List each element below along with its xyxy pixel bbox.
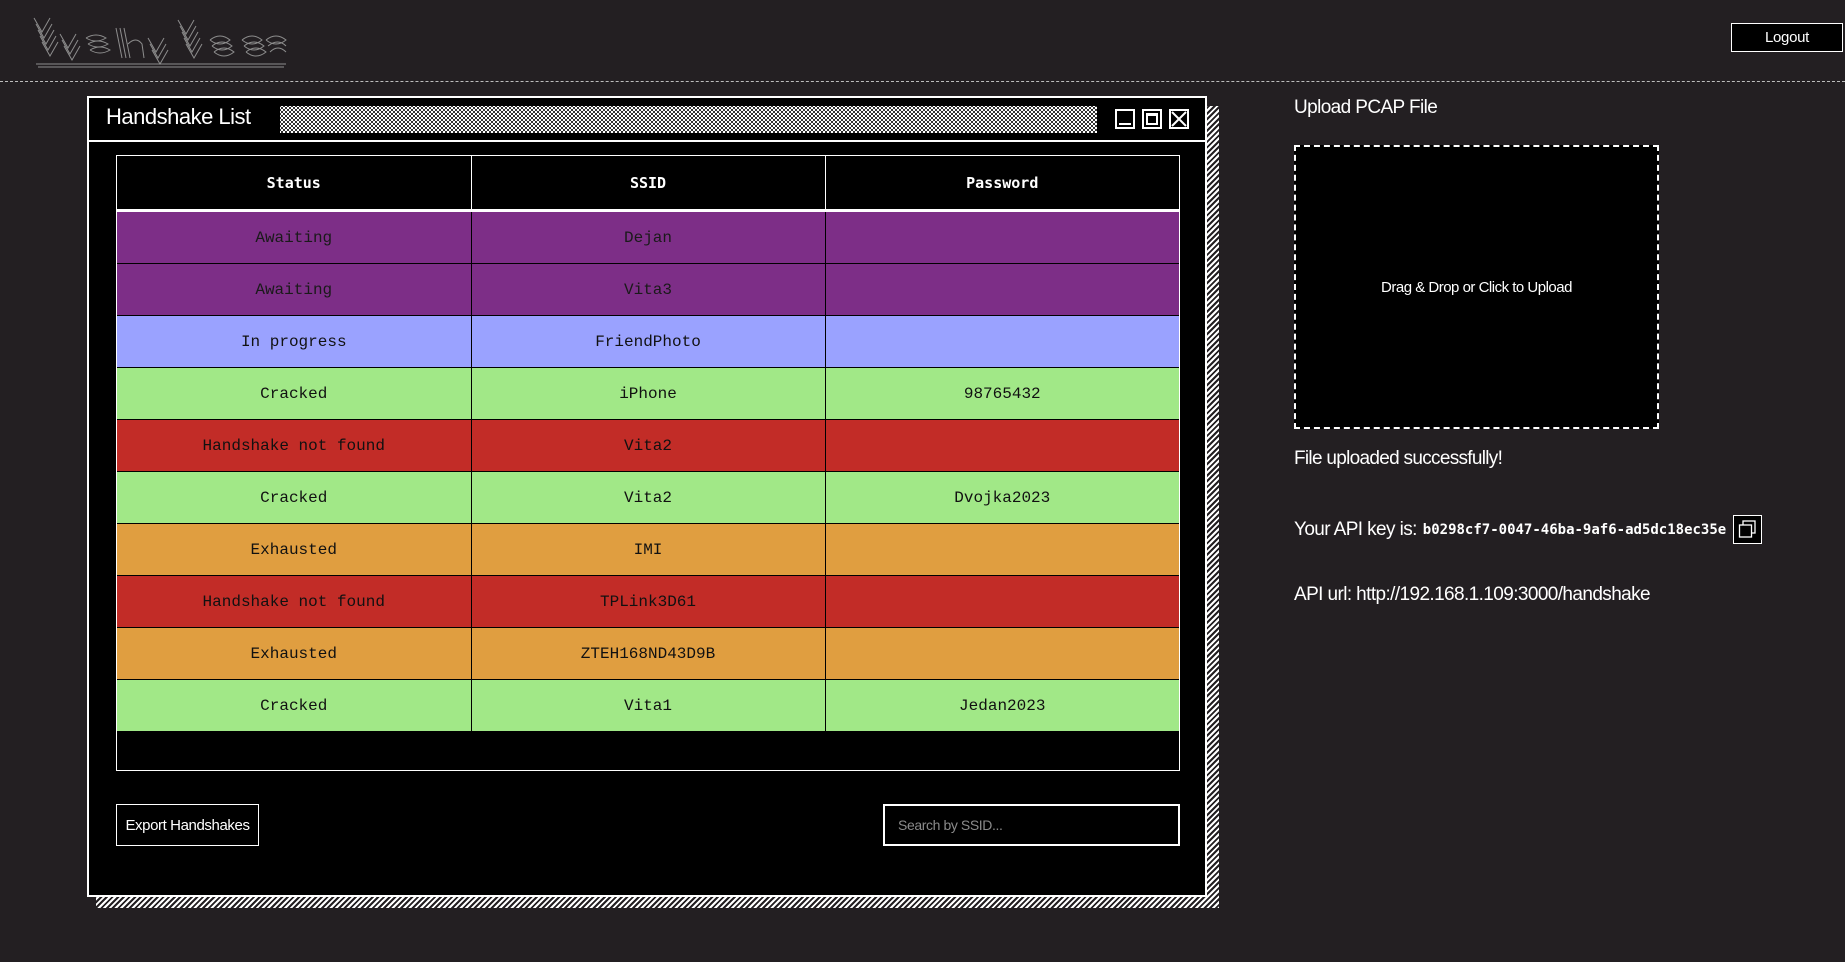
cell-status: Exhausted bbox=[117, 523, 472, 576]
cell-ssid: Vita2 bbox=[471, 419, 826, 472]
cell-ssid: ZTEH168ND43D9B bbox=[471, 627, 826, 680]
cell-ssid: Vita1 bbox=[471, 679, 826, 732]
cell-status: Cracked bbox=[117, 367, 472, 420]
cell-ssid: IMI bbox=[471, 523, 826, 576]
cell-ssid: FriendPhoto bbox=[471, 315, 826, 368]
maximize-icon[interactable] bbox=[1142, 109, 1162, 129]
cell-ssid: Vita3 bbox=[471, 263, 826, 316]
minimize-icon[interactable] bbox=[1115, 109, 1135, 129]
cell-status: Awaiting bbox=[117, 263, 472, 316]
api-key-label: Your API key is: bbox=[1294, 518, 1417, 540]
column-header-ssid[interactable]: SSID bbox=[471, 156, 826, 212]
cell-ssid: iPhone bbox=[471, 367, 826, 420]
dropzone-text: Drag & Drop or Click to Upload bbox=[1381, 278, 1572, 296]
cell-ssid: Vita2 bbox=[471, 471, 826, 524]
cell-password: Dvojka2023 bbox=[825, 471, 1179, 524]
handshake-list-window: Handshake List Status SSID Password Awai… bbox=[87, 96, 1207, 897]
cell-status: Cracked bbox=[117, 679, 472, 732]
pcap-dropzone[interactable]: Drag & Drop or Click to Upload bbox=[1294, 145, 1659, 429]
cell-password bbox=[825, 315, 1179, 368]
cell-status: Handshake not found bbox=[117, 575, 472, 628]
table-header-row: Status SSID Password bbox=[117, 156, 1179, 212]
cell-password bbox=[825, 575, 1179, 628]
cell-status: Handshake not found bbox=[117, 419, 472, 472]
api-url: API url: http://192.168.1.109:3000/hands… bbox=[1294, 584, 1651, 605]
cell-password: 98765432 bbox=[825, 367, 1179, 420]
cell-status: Cracked bbox=[117, 471, 472, 524]
api-key-row: Your API key is: b0298cf7-0047-46ba-9af6… bbox=[1294, 515, 1763, 544]
cell-ssid: TPLink3D61 bbox=[471, 575, 826, 628]
export-handshakes-button[interactable]: Export Handshakes bbox=[116, 804, 259, 846]
cell-password bbox=[825, 263, 1179, 316]
close-icon[interactable] bbox=[1169, 109, 1189, 129]
api-key-value: b0298cf7-0047-46ba-9af6-ad5dc18ec35e bbox=[1422, 521, 1727, 538]
cell-status: Exhausted bbox=[117, 627, 472, 680]
upload-title: Upload PCAP File bbox=[1294, 97, 1438, 118]
ascii-logo bbox=[33, 17, 287, 68]
copy-icon[interactable] bbox=[1733, 515, 1763, 544]
cell-password bbox=[825, 523, 1179, 576]
cell-status: Awaiting bbox=[117, 210, 472, 264]
window-titlebar[interactable]: Handshake List bbox=[89, 98, 1205, 142]
window-title: Handshake List bbox=[106, 104, 251, 129]
upload-status-message: File uploaded successfully! bbox=[1294, 448, 1503, 469]
cell-status: In progress bbox=[117, 315, 472, 368]
cell-password bbox=[825, 210, 1179, 264]
top-bar: Logout bbox=[0, 0, 1845, 82]
cell-password: Jedan2023 bbox=[825, 679, 1179, 732]
search-ssid-input[interactable] bbox=[883, 804, 1180, 846]
column-header-password[interactable]: Password bbox=[825, 156, 1179, 212]
titlebar-pattern bbox=[280, 106, 1097, 133]
logout-button[interactable]: Logout bbox=[1731, 23, 1843, 52]
cell-ssid: Dejan bbox=[471, 210, 826, 264]
cell-password bbox=[825, 419, 1179, 472]
column-header-status[interactable]: Status bbox=[117, 156, 472, 212]
cell-password bbox=[825, 627, 1179, 680]
